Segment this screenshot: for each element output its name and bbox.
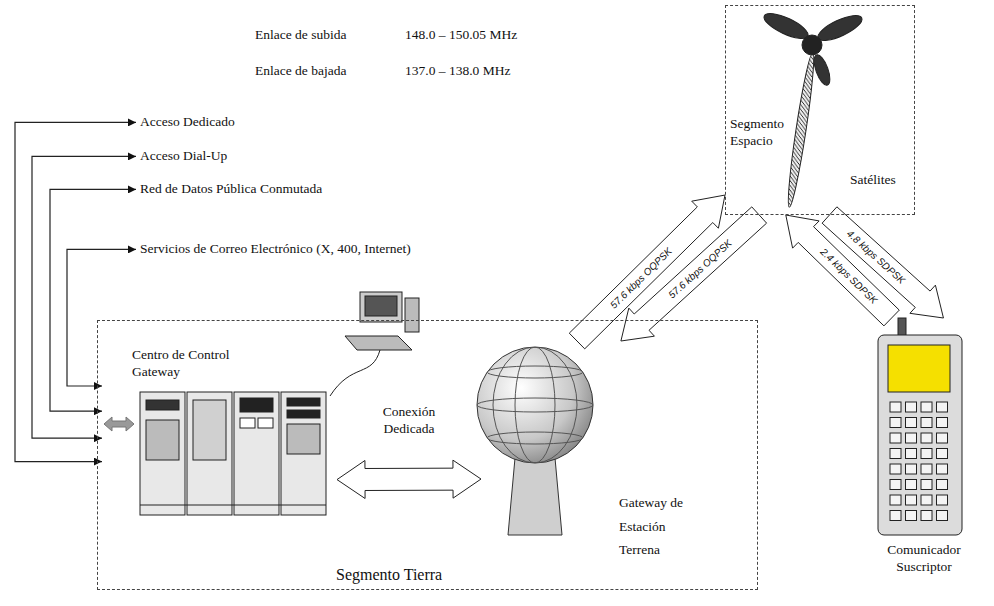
access-label: Red de Datos Pública Conmutada — [136, 181, 322, 198]
key — [890, 449, 901, 459]
key — [890, 511, 901, 521]
link-arrow — [337, 460, 481, 498]
key — [921, 480, 932, 490]
key — [890, 495, 901, 505]
key — [937, 433, 948, 443]
node-text: Segmento Espacio — [730, 116, 788, 150]
key — [937, 402, 948, 412]
access-label: Servicios de Correo Electrónico (X, 400,… — [136, 241, 411, 258]
connector-line — [15, 122, 136, 461]
key — [937, 495, 948, 505]
access-label: Acceso Dedicado — [136, 114, 235, 131]
link-label: Conexión Dedicada — [374, 404, 444, 438]
satellite-label: Satélites — [850, 172, 896, 188]
key — [906, 402, 917, 412]
node-text: Gateway de Estación Terrena — [619, 491, 704, 562]
node-text: Servicios de Correo Electrónico (X, 400,… — [140, 241, 411, 258]
node-text: Acceso Dedicado — [140, 114, 235, 131]
key — [890, 464, 901, 474]
connector-line — [50, 189, 136, 411]
key — [921, 511, 932, 521]
key — [937, 511, 948, 521]
key — [890, 433, 901, 443]
key — [906, 449, 917, 459]
key — [921, 433, 932, 443]
node-text: Comunicador Suscriptor — [874, 542, 974, 576]
key — [937, 418, 948, 428]
key — [906, 433, 917, 443]
key — [937, 464, 948, 474]
key — [890, 418, 901, 428]
node-text: Acceso Dial-Up — [140, 148, 227, 165]
key — [906, 418, 917, 428]
key — [921, 495, 932, 505]
satellite — [761, 9, 865, 208]
key — [937, 480, 948, 490]
access-label: Acceso Dial-Up — [136, 148, 227, 165]
ground-segment: Segmento Tierra Centro de Control Gateway… — [97, 320, 758, 590]
frequency-label: 148.0 – 150.05 MHz — [405, 27, 517, 43]
frequency-label: Enlace de subida — [255, 27, 346, 43]
grey-arrow — [104, 417, 134, 431]
node-text: Segmento Tierra — [336, 565, 757, 585]
key — [890, 402, 901, 412]
server-racks — [140, 392, 326, 515]
control-center: Centro de Control Gateway — [102, 341, 337, 521]
key — [921, 418, 932, 428]
key — [906, 511, 917, 521]
subscriber-device: Comunicador Suscriptor — [870, 318, 978, 596]
key — [921, 402, 932, 412]
computer-terminal — [330, 292, 419, 396]
key — [906, 480, 917, 490]
key — [921, 449, 932, 459]
key — [906, 495, 917, 505]
node-text: Red de Datos Pública Conmutada — [140, 181, 322, 198]
key — [890, 480, 901, 490]
key — [906, 464, 917, 474]
key — [937, 449, 948, 459]
radome-antenna — [477, 347, 593, 535]
earth-station: Gateway de Estación Terrena — [481, 341, 721, 573]
frequency-label: 137.0 – 138.0 MHz — [405, 63, 510, 79]
connector-line — [67, 249, 136, 386]
key — [921, 464, 932, 474]
handheld-device — [878, 318, 962, 535]
frequency-label: Enlace de bajada — [255, 63, 346, 79]
connector-line — [32, 156, 136, 438]
node-text: Centro de Control Gateway — [132, 347, 250, 381]
